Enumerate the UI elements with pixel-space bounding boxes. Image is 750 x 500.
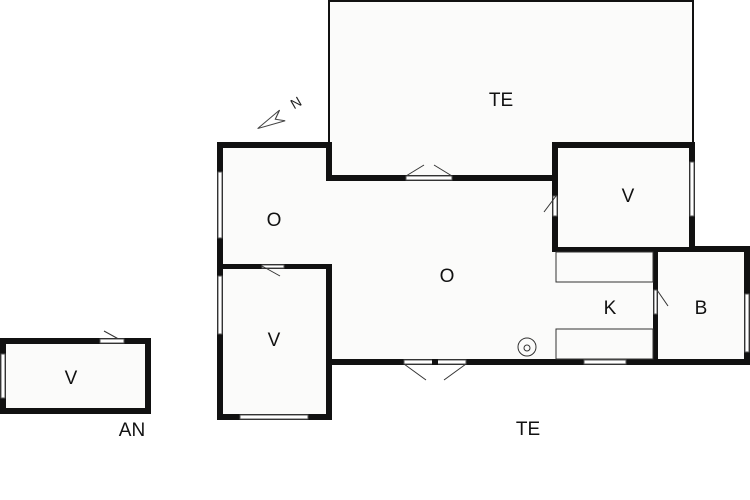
window-kitchen xyxy=(583,359,627,365)
annex-window xyxy=(0,353,6,399)
window-bedroom-bottom xyxy=(239,414,309,420)
floor-areas xyxy=(3,145,748,415)
stove-icon xyxy=(517,337,537,357)
terrace-top-label: TE xyxy=(489,90,513,111)
counter-bottom xyxy=(555,328,654,360)
kitchen-label: K xyxy=(604,298,617,319)
window-bedroom-right xyxy=(689,161,695,217)
bedroom-left-label: V xyxy=(268,330,281,351)
door-right-bedroom xyxy=(552,195,558,217)
north-label: N xyxy=(288,93,305,112)
living-main-label: O xyxy=(440,266,455,287)
door-bathroom xyxy=(653,289,658,315)
north-arrow-icon xyxy=(257,109,286,130)
counter-top xyxy=(555,251,654,283)
living-left-label: O xyxy=(267,210,282,231)
terrace-bottom-label: TE xyxy=(516,419,540,440)
kitchen-fixtures xyxy=(517,251,654,360)
openings xyxy=(217,161,750,420)
bathroom-label: B xyxy=(695,298,708,319)
window-left-top xyxy=(217,171,223,239)
window-left-bottom xyxy=(217,275,223,335)
annex-door xyxy=(99,338,125,344)
door-terrace-top xyxy=(405,175,453,181)
annex-walls xyxy=(0,338,151,414)
window-bathroom xyxy=(744,293,750,353)
bedroom-right-label: V xyxy=(622,186,635,207)
annex-room-label: V xyxy=(65,368,78,389)
annex-label: AN xyxy=(119,420,145,441)
